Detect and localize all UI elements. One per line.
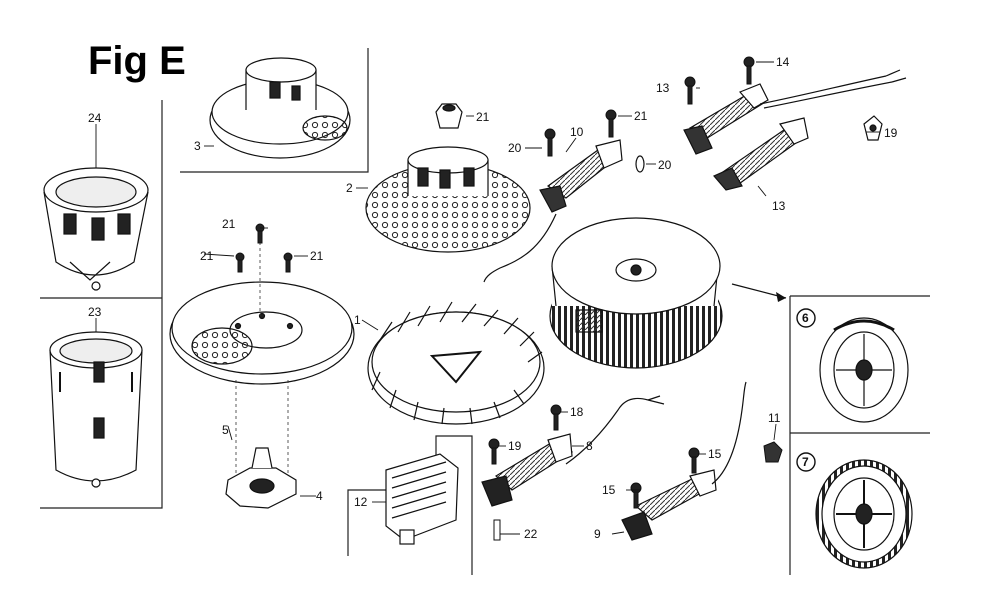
part-13-coil-assembly (683, 69, 907, 191)
callout-17-lower: 19 (508, 439, 522, 453)
callout-10: 10 (570, 125, 584, 139)
detail-6-label: 6 (802, 311, 809, 325)
bolt-21-a (255, 223, 265, 244)
bolt-15-b (630, 482, 642, 509)
bolt-17-a (550, 404, 562, 431)
callout-21-top: 21 (222, 217, 236, 231)
callout-leaders (95, 61, 880, 535)
detail-6-badge: 6 (796, 308, 816, 328)
flywheel (549, 217, 723, 369)
part-18-nut (435, 103, 463, 129)
callout-20: 20 (658, 158, 672, 172)
callout-1: 1 (354, 313, 361, 327)
figure-title: Fig E (88, 39, 186, 83)
callout-5: 5 (222, 423, 229, 437)
bolt-17-b (488, 438, 500, 465)
callout-14-right: 14 (776, 55, 790, 69)
assembly-leader-lines (235, 230, 289, 476)
callout-22: 22 (524, 527, 538, 541)
part-19-clip (863, 115, 883, 141)
part-1-fan (367, 301, 545, 425)
callout-21-left: 21 (200, 249, 214, 263)
bolt-21-c (283, 252, 293, 273)
callout-14-left: 13 (656, 81, 670, 95)
callout-24: 24 (88, 111, 102, 125)
part-5-stator-plate (169, 281, 355, 385)
bolt-14-b (743, 56, 755, 85)
callout-9: 9 (594, 527, 601, 541)
part-20-washer (635, 155, 645, 173)
part-22-pin (493, 519, 501, 541)
part-12-regulator (385, 453, 459, 545)
callout-4: 4 (316, 489, 323, 503)
detail-arrow-head (776, 292, 786, 302)
part-23-cup (49, 331, 143, 488)
part-4-bracket (225, 447, 297, 509)
callout-13: 13 (772, 199, 786, 213)
detail-7-badge: 7 (796, 452, 816, 472)
part-2-cup-plate (365, 146, 531, 253)
bolt-16-b (605, 109, 617, 138)
detail-7-label: 7 (802, 455, 809, 469)
detail-6-view (819, 317, 909, 423)
callout-8: 8 (586, 439, 593, 453)
bolts (235, 56, 755, 509)
bolt-14-a (684, 76, 696, 105)
callout-16-left: 20 (508, 141, 522, 155)
part-8-coil (481, 395, 665, 507)
bolt-16-a (544, 128, 556, 157)
callout-15-lower: 15 (602, 483, 616, 497)
bolt-21-b (235, 252, 245, 273)
callout-19: 19 (884, 126, 898, 140)
callout-3: 3 (194, 139, 201, 153)
callout-17-upper: 18 (570, 405, 584, 419)
bolt-15-a (688, 447, 700, 474)
detail-7-view (815, 459, 913, 569)
callout-21-right: 21 (310, 249, 324, 263)
callout-2: 2 (346, 181, 353, 195)
callout-18: 21 (476, 110, 490, 124)
callout-12: 12 (354, 495, 368, 509)
part-24-cup (43, 167, 149, 291)
callout-16-right: 21 (634, 109, 648, 123)
part-11-nut (763, 441, 783, 463)
part-3-plate (209, 57, 351, 159)
callout-11: 11 (768, 411, 781, 425)
part-9-coil (621, 381, 747, 541)
part-10-coil (483, 139, 623, 283)
callout-15-upper: 15 (708, 447, 722, 461)
callout-23: 23 (88, 305, 102, 319)
